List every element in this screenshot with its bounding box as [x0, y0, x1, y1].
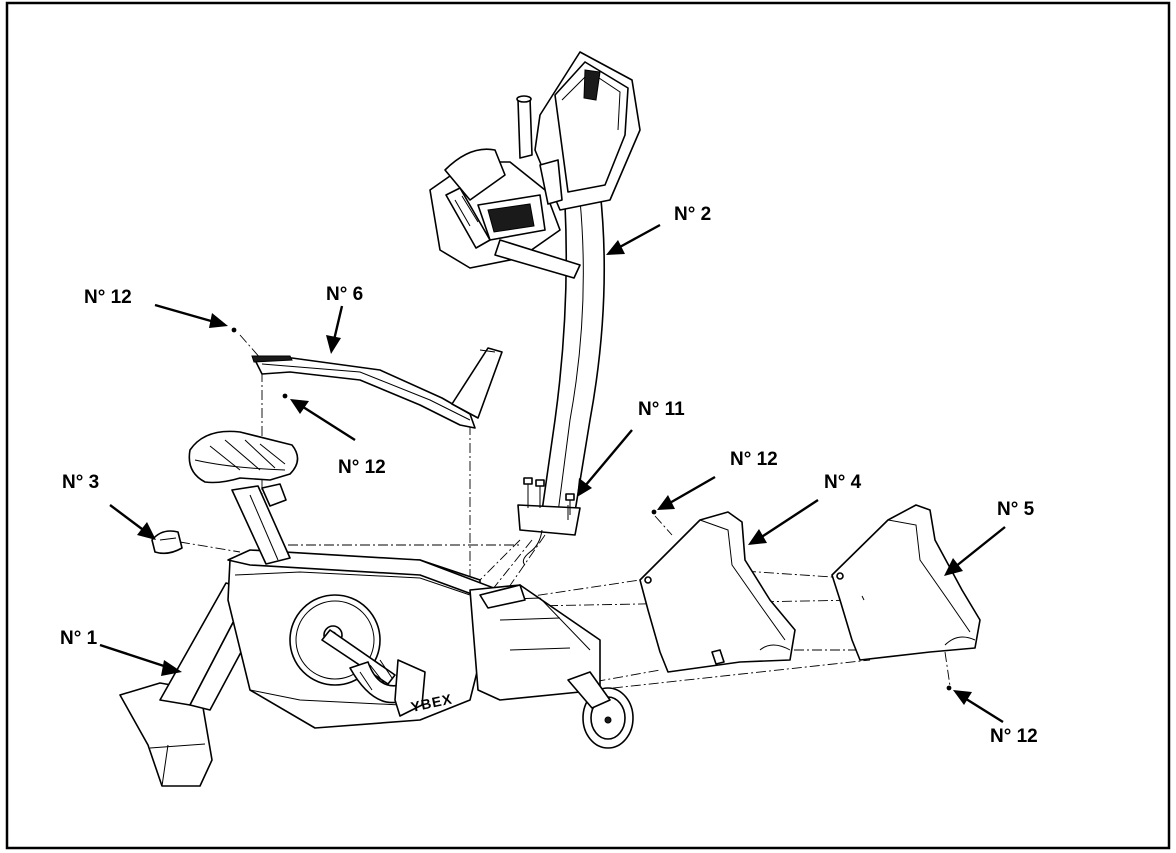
- arrowhead: [944, 558, 963, 576]
- leader-n12-top: [154, 303, 219, 325]
- arrowhead: [657, 495, 675, 510]
- arrowhead: [290, 399, 309, 414]
- label-n2: N° 2: [674, 204, 711, 225]
- arrowhead: [606, 240, 625, 255]
- leader-n3: [109, 504, 147, 533]
- part-2-console-upright: [429, 51, 641, 536]
- part-6-handlebar-cover: [251, 347, 503, 429]
- arrowhead: [953, 690, 972, 705]
- seat-assembly: [188, 430, 299, 565]
- screw-dot: [231, 327, 237, 333]
- leader-n4: [759, 498, 819, 540]
- screw-dot: [946, 685, 952, 691]
- leader-n6: [332, 305, 344, 341]
- leader-arrows: [99, 223, 1006, 724]
- leader-n12-bottom: [962, 695, 1004, 724]
- label-n12-bottom: N° 12: [990, 726, 1038, 747]
- arrowhead: [577, 478, 592, 497]
- leader-n12-shroud: [667, 475, 716, 506]
- leader-n2: [617, 223, 661, 250]
- arrowhead: [209, 313, 228, 328]
- part-11-fasteners: [522, 477, 575, 566]
- leader-n12-mid: [299, 403, 356, 442]
- diagram-border: [5, 1, 1171, 850]
- screw-dot: [282, 393, 288, 399]
- label-n12-top: N° 12: [84, 287, 132, 308]
- leader-n5: [954, 526, 1006, 568]
- label-n11: N° 11: [638, 399, 685, 420]
- screw-dot: [651, 509, 657, 515]
- label-n5: N° 5: [997, 499, 1035, 520]
- arrowhead: [161, 660, 182, 676]
- part-3-cap: [151, 530, 183, 555]
- label-n3: N° 3: [62, 472, 99, 493]
- part-4-front-shroud: [639, 511, 796, 673]
- label-n12-shroud: N° 12: [730, 449, 778, 470]
- part-5-rear-shroud: [831, 504, 981, 661]
- leader-n11: [584, 429, 633, 487]
- screws: [231, 327, 952, 691]
- part-labels: N° 12 N° 6 N° 12 N° 2 N° 11 N° 3 N° 1 N°…: [60, 204, 1038, 747]
- leader-n1: [99, 643, 171, 670]
- arrowhead: [326, 335, 341, 354]
- arrowhead: [137, 522, 156, 540]
- label-n12-mid: N° 12: [338, 457, 386, 478]
- bike-frame: YBEX: [119, 549, 634, 787]
- arrowhead: [748, 529, 767, 545]
- label-n4: N° 4: [824, 472, 862, 493]
- label-n1: N° 1: [60, 628, 98, 649]
- label-n6: N° 6: [326, 284, 363, 305]
